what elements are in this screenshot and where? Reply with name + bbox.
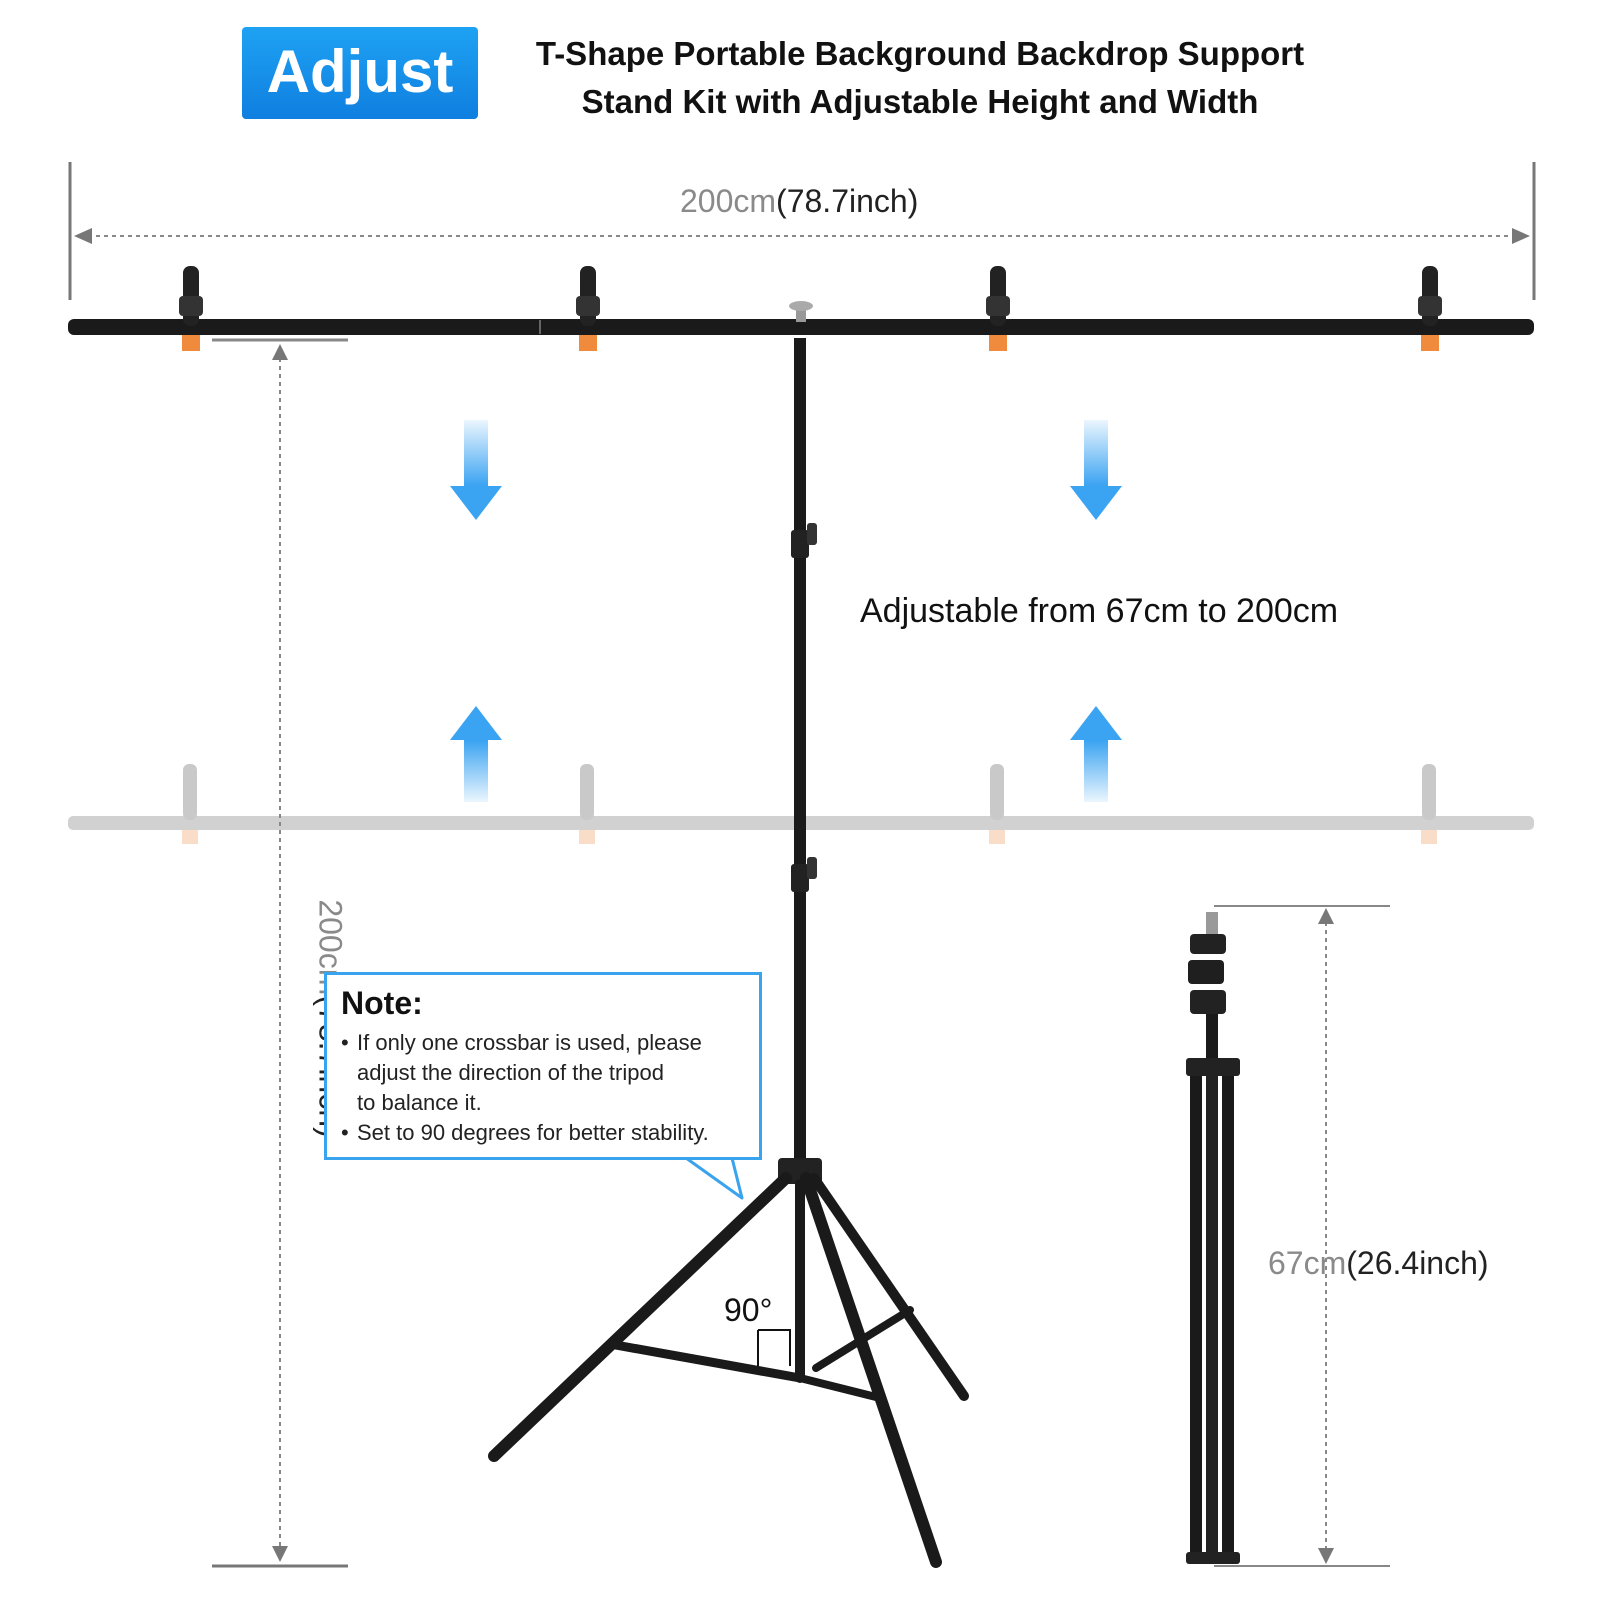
title-line-1: T-Shape Portable Background Backdrop Sup… (535, 35, 1305, 72)
width-metric: 200cm (680, 183, 777, 219)
stand-pole (791, 338, 817, 1168)
spring-clip-3 (986, 266, 1010, 351)
folded-height-dimension-line (1214, 905, 1390, 1567)
wing-nut-icon (789, 301, 813, 322)
product-title: T-Shape Portable Background Backdrop Sup… (500, 30, 1340, 126)
arrow-down-icon (450, 420, 502, 520)
tripod (488, 1158, 969, 1568)
folded-height-label: 67cm(26.4inch) (1268, 1245, 1489, 1282)
ghost-clip-4 (1421, 764, 1437, 844)
ghost-clip-3 (989, 764, 1005, 844)
angle-label: 90° (724, 1292, 773, 1328)
right-angle-marker (757, 1329, 791, 1366)
ghost-clip-1 (182, 764, 198, 844)
note-callout-tail (684, 1154, 744, 1200)
crossbar (68, 301, 1534, 335)
folded-stand (1186, 912, 1240, 1564)
folded-metric: 67cm (1268, 1245, 1347, 1281)
width-imperial: (78.7inch) (776, 183, 919, 219)
arrow-down-icon (1070, 420, 1122, 520)
spring-clip-4 (1418, 266, 1442, 351)
height-dimension-line (212, 338, 348, 1568)
note-line: Set to 90 degrees for better stability. (341, 1118, 745, 1148)
spring-clip-1 (179, 266, 203, 351)
adjust-range-label: Adjustable from 67cm to 200cm (860, 592, 1339, 630)
ghost-clip-2 (579, 764, 595, 844)
folded-imperial: (26.4inch) (1346, 1245, 1489, 1281)
note-line: adjust the direction of the tripod (357, 1060, 664, 1085)
title-line-2: Stand Kit with Adjustable Height and Wid… (581, 83, 1259, 120)
note-box: Note: If only one crossbar is used, plea… (324, 972, 762, 1160)
note-line: If only one crossbar is used, please (341, 1028, 745, 1058)
arrow-up-icon (450, 706, 502, 802)
adjust-badge: Adjust (242, 27, 478, 119)
note-line: to balance it. (357, 1090, 482, 1115)
note-title: Note: (341, 985, 423, 1021)
arrow-up-icon (1070, 706, 1122, 802)
spring-clip-2 (576, 266, 600, 351)
width-dimension-label: 200cm(78.7inch) (680, 183, 918, 220)
width-dimension-line (68, 162, 1536, 300)
